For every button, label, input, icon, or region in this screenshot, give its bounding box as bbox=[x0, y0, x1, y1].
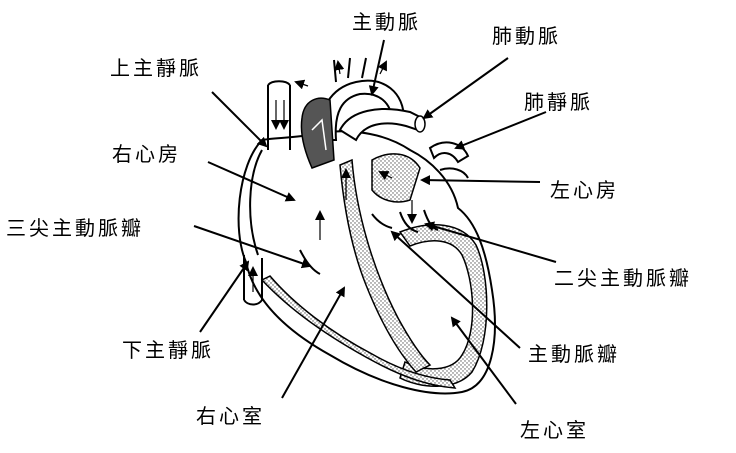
label-left-ventricle: 左心室 bbox=[520, 420, 589, 440]
label-left-atrium: 左心房 bbox=[550, 180, 619, 200]
label-mitral-valve: 二尖主動脈瓣 bbox=[554, 268, 692, 288]
label-aorta: 主動脈 bbox=[352, 12, 421, 32]
label-pulmonary-vein: 肺靜脈 bbox=[524, 92, 593, 112]
label-right-ventricle: 右心室 bbox=[196, 406, 265, 426]
label-pulmonary-artery: 肺動脈 bbox=[492, 26, 561, 46]
label-tricuspid-valve: 三尖主動脈瓣 bbox=[6, 218, 144, 238]
label-superior-vena-cava: 上主靜脈 bbox=[110, 58, 202, 78]
pulmonary-artery-vessel bbox=[340, 109, 422, 140]
label-inferior-vena-cava: 下主靜脈 bbox=[122, 340, 214, 360]
label-right-atrium: 右心房 bbox=[112, 144, 181, 164]
label-aortic-valve: 主動脈瓣 bbox=[528, 344, 620, 364]
